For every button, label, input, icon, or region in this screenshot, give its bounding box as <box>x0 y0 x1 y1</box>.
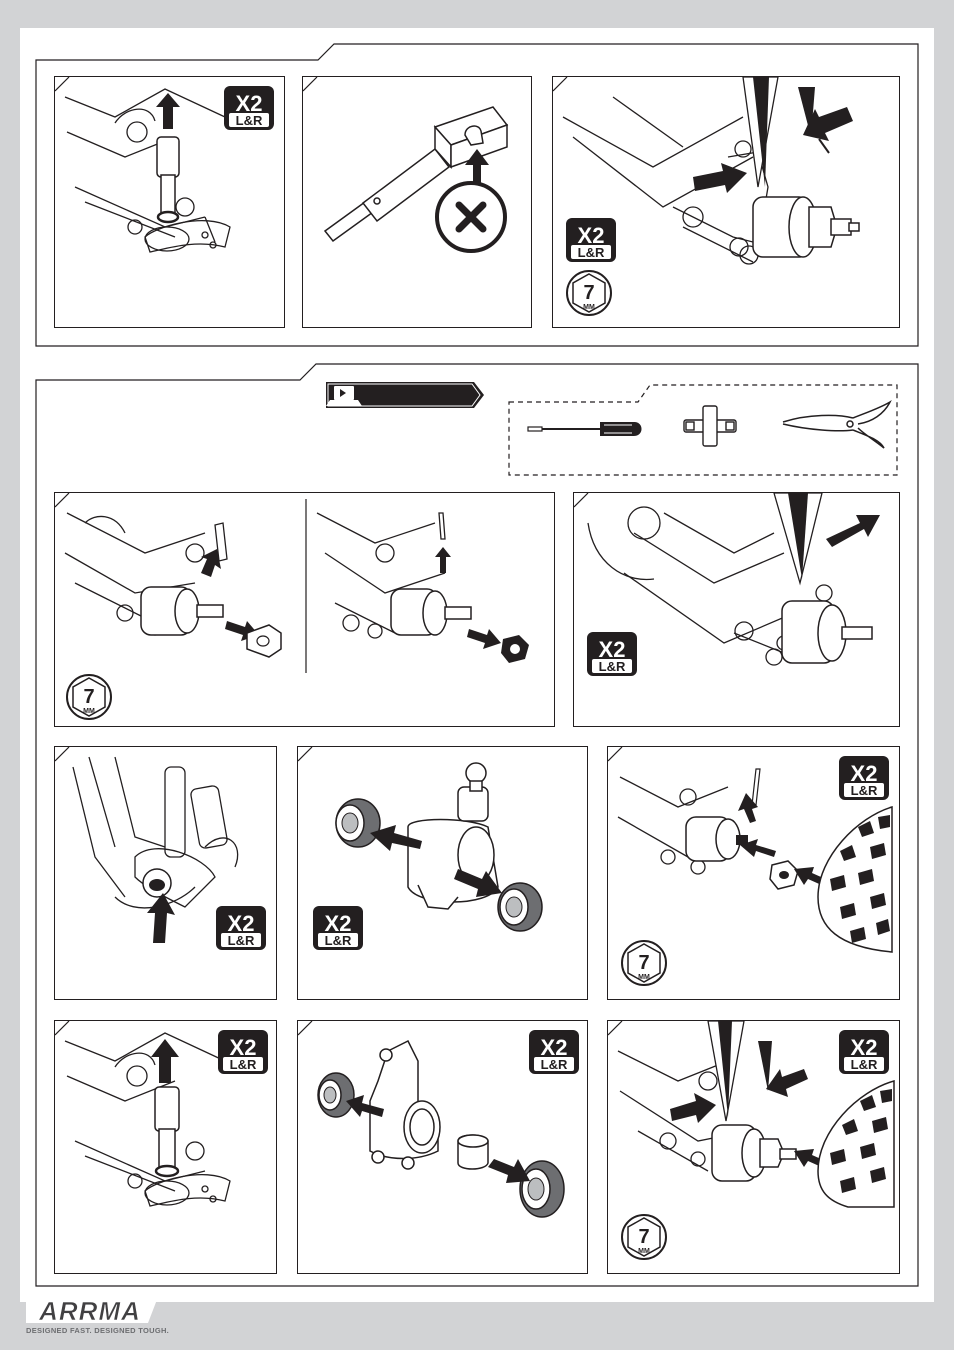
svg-text:7: 7 <box>83 686 94 708</box>
lr-text: L&R <box>236 113 263 128</box>
tire-icon <box>818 1081 894 1207</box>
arrow-up-right-icon <box>826 515 880 547</box>
x2-lr-badge: X2 L&R <box>838 755 890 801</box>
svg-text:7: 7 <box>638 952 649 974</box>
svg-text:L&R: L&R <box>578 245 605 260</box>
step-panel-hub-carrier-bearings: X2 L&R <box>297 1020 588 1274</box>
step-panel-axle-detail <box>302 76 532 328</box>
logo-wordmark: ARRMA <box>38 1296 141 1326</box>
step-panel-insert-bearing-bottom: X2 L&R <box>54 746 277 1000</box>
svg-text:MM: MM <box>638 1248 650 1255</box>
x2-lr-badge: X2 L&R <box>312 905 364 951</box>
svg-text:L&R: L&R <box>325 933 352 948</box>
wrench-7mm-icon: 7 MM <box>620 939 668 987</box>
svg-text:7: 7 <box>638 1226 649 1248</box>
arrow-right-icon <box>488 1159 530 1183</box>
arrow-up-icon <box>435 547 451 573</box>
required-tools-box <box>508 384 898 476</box>
svg-text:7: 7 <box>583 282 594 304</box>
step-panel-rear-wheel-tighten: X2 L&R 7 MM <box>607 1020 900 1274</box>
svg-text:L&R: L&R <box>230 1057 257 1072</box>
arrow-up-icon <box>156 93 180 129</box>
svg-text:L&R: L&R <box>599 659 626 674</box>
bearing-right-icon <box>498 883 542 931</box>
arrow-left-icon <box>766 1069 808 1097</box>
arrow-right-icon <box>693 163 747 193</box>
knuckle-bearings-illustration <box>298 747 589 1001</box>
section-tab-label <box>322 378 486 412</box>
wrench-7mm-icon: 7 MM <box>65 673 113 721</box>
svg-text:L&R: L&R <box>851 1057 878 1072</box>
tire-icon <box>818 807 892 952</box>
step-panel-remove-wheel-nut: 7 MM <box>54 492 555 727</box>
step-panel-pull-hub: X2 L&R <box>573 492 900 727</box>
hub-pull-illustration <box>574 493 901 728</box>
step-panel-tighten-nut: X2 L&R 7 MM <box>552 76 900 328</box>
arrow-right-icon <box>670 1093 716 1123</box>
svg-text:MM: MM <box>638 974 650 981</box>
step-panel-install-wheel: X2 L&R 7 MM <box>607 746 900 1000</box>
svg-text:L&R: L&R <box>851 783 878 798</box>
bearing-right-icon <box>520 1161 564 1217</box>
x2-lr-badge: X2 L&R <box>223 85 275 131</box>
knuckle-bottom-illustration <box>55 747 278 1001</box>
svg-text:MM: MM <box>83 708 95 715</box>
x2-lr-badge: X2 L&R <box>838 1029 890 1075</box>
svg-text:MM: MM <box>583 304 595 311</box>
arrow-right-icon <box>467 629 501 649</box>
step-panel-remove-rear-axle: X2 L&R <box>54 1020 277 1274</box>
hub-nut-removal-illustration <box>55 493 556 728</box>
step-panel-knuckle-bearings: X2 L&R <box>297 746 588 1000</box>
x2-lr-badge: X2 L&R <box>215 905 267 951</box>
brand-tagline: DESIGNED FAST. DESIGNED TOUGH. <box>26 1326 169 1335</box>
axle-illustration <box>303 77 533 329</box>
wrench-7mm-icon: 7 MM <box>565 269 613 317</box>
x2-lr-badge: X2 L&R <box>586 631 638 677</box>
bearing-left-icon <box>336 799 380 847</box>
wrench-7mm-icon: 7 MM <box>620 1213 668 1261</box>
svg-text:L&R: L&R <box>228 933 255 948</box>
x2-lr-badge: X2 L&R <box>217 1029 269 1075</box>
step-panel-remove-axle: X2 L&R <box>54 76 285 328</box>
x2-lr-badge: X2 L&R <box>565 217 617 263</box>
arrow-up-icon <box>151 1039 179 1083</box>
x2-lr-badge: X2 L&R <box>528 1029 580 1075</box>
bearing-left-icon <box>318 1073 354 1117</box>
svg-text:L&R: L&R <box>541 1057 568 1072</box>
